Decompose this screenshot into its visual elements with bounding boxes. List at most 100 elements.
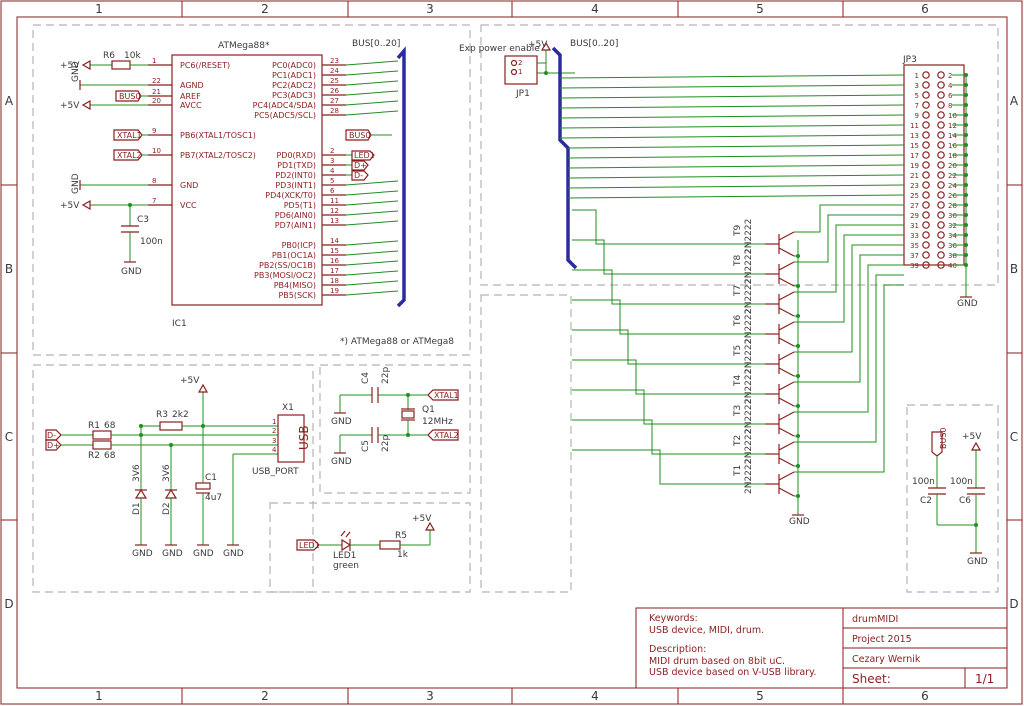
r5-value: 1k: [397, 550, 409, 560]
mcu-pin-name: AREF: [180, 92, 201, 101]
mcu-pin-name: PC2(ADC2): [272, 81, 316, 90]
mcu-right-pins: 23PC0(ADC0)24PC1(ADC1)25PC2(ADC2)26PC3(A…: [253, 57, 399, 300]
bus-line: [396, 46, 406, 308]
jp3-pin: [922, 81, 930, 89]
mcu-pin-number: 14: [330, 237, 339, 245]
mcu-pin-number: 28: [330, 107, 339, 115]
mcu-pin-number: 3: [330, 157, 334, 165]
jp3-pin-number: 23: [910, 182, 919, 190]
transistor-emitter: [778, 397, 795, 407]
jp1-title: Exp power enable: [459, 44, 540, 54]
bus-wire: [559, 104, 905, 109]
dplus-label: D+: [354, 161, 367, 170]
bus-wire: [345, 260, 399, 266]
bus0-label-box: [115, 90, 142, 102]
jp3-pin-number: 27: [910, 202, 919, 210]
mcu-pin-name: AGND: [180, 81, 204, 90]
transistor-value: 2N2222: [744, 309, 754, 344]
bus-wire: [345, 110, 399, 116]
led-ref: LED1: [333, 551, 356, 561]
jp3-ref: JP3: [902, 55, 917, 65]
column-marker: 4: [591, 2, 599, 16]
mcu-pin-name: PC4(ADC4/SDA): [253, 101, 316, 110]
gnd-label: GND: [223, 549, 244, 559]
transistor-value: 2N2222: [744, 339, 754, 374]
dminus-port: [45, 429, 62, 441]
xtal2-label-box: [113, 149, 143, 161]
gnd-label: GND: [71, 61, 81, 82]
jp3-pin: [922, 101, 930, 109]
mcu-pin-number: 19: [330, 287, 339, 295]
r6-value: 10k: [124, 51, 141, 61]
base-wire: [572, 239, 765, 275]
pin-number: 2: [272, 427, 276, 435]
jp3-pin: [937, 191, 945, 199]
q1-ref: Q1: [422, 405, 435, 415]
pin-number: 4: [272, 446, 277, 454]
jp3-pin-number: 24: [948, 182, 957, 190]
collector-wire: [794, 264, 904, 413]
jp3-pin: [922, 111, 930, 119]
c5-ref: C5: [361, 440, 371, 452]
base-wire: [572, 329, 765, 365]
bus-wire: [559, 84, 905, 89]
bus-wire: [345, 100, 399, 106]
mcu-pin-number: 18: [330, 277, 339, 285]
mcu-note: *) ATMega88 or ATMega8: [340, 337, 454, 347]
mcu-pin-name: PD7(AIN1): [275, 221, 316, 230]
mcu-pin-number: 16: [330, 257, 339, 265]
jp3-pin-number: 10: [948, 112, 957, 120]
transistor-emitter: [778, 247, 795, 257]
jp3-pin-number: 1: [915, 72, 919, 80]
jp3-pin-number: 2: [948, 72, 952, 80]
bus-wire: [567, 164, 905, 169]
gnd-label: GND: [957, 299, 978, 309]
jp3-pin: [937, 161, 945, 169]
jp3-pin-number: 5: [915, 92, 919, 100]
c3-ref: C3: [137, 215, 149, 225]
jp3-pin-number: 11: [910, 122, 919, 130]
transistor-emitter: [778, 367, 795, 377]
jp3-pin: [937, 111, 945, 119]
jp3-pin-number: 19: [910, 162, 919, 170]
bus-wire: [345, 280, 399, 286]
xtal1-label: XTAL1: [117, 131, 142, 140]
jp3-pin: [937, 251, 945, 259]
jp3-pin: [922, 131, 930, 139]
mcu-pin-name: PD0(RXD): [276, 151, 316, 160]
usb-section: D- D+ R1 68 R2 68 R3 2k2 +5V 3V6 D1: [45, 376, 311, 559]
base-wire: [572, 359, 765, 395]
r3-value: 2k2: [172, 410, 189, 420]
transistor-ref: T2: [733, 435, 743, 447]
jp3-pin: [937, 201, 945, 209]
mcu-pin-number: 7: [152, 197, 156, 205]
usb-connector-x1: [277, 414, 305, 463]
transistor-ref: T5: [733, 345, 743, 357]
jp3-pin-number: 29: [910, 212, 919, 220]
jp3-pin: [937, 211, 945, 219]
transistor-value: 2N2222: [744, 399, 754, 434]
jp3-pin-number: 22: [948, 172, 957, 180]
mcu-pin-number: 2: [330, 147, 334, 155]
mcu-pin-number: 23: [330, 57, 339, 65]
r6-ref: R6: [103, 51, 115, 61]
row-marker: C: [5, 430, 13, 444]
column-marker: 5: [756, 689, 764, 703]
description-line-1: MIDI drum based on 8bit uC.: [649, 656, 785, 667]
mcu-pin-number: 20: [152, 97, 161, 105]
jp3-pin: [922, 251, 930, 259]
row-marker: C: [1010, 430, 1018, 444]
gnd-label: GND: [789, 517, 810, 527]
led1-label-box: [351, 150, 375, 161]
power-arrow: [540, 41, 552, 51]
jp1-ref: JP1: [515, 89, 530, 99]
mcu-pin-name: PD1(TXD): [277, 161, 316, 170]
collector-wire: [794, 254, 904, 383]
bus-wire: [345, 90, 399, 96]
jp3-pin: [937, 101, 945, 109]
transistor-ref: T6: [733, 315, 743, 327]
power-label: +5V: [60, 201, 80, 211]
jp3-pin: [937, 91, 945, 99]
